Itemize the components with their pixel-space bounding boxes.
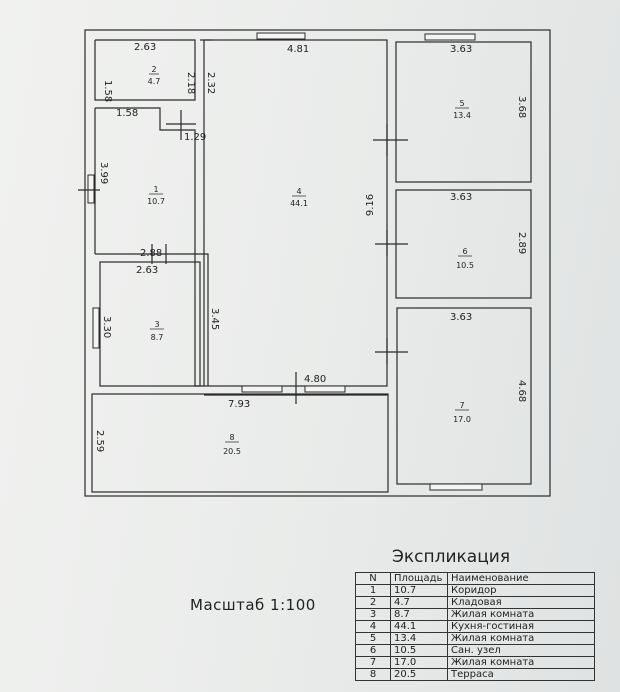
dim-label: 3.30 [101,316,112,338]
room-area: 20.5 [223,447,241,456]
window-bottom-room7 [429,483,483,491]
room-2-outline [94,39,196,101]
cell-area: 10.5 [390,644,448,657]
room-7-outline [396,307,532,485]
table-row: 6 10.5 Сан. узел [355,644,595,657]
cell-number: 6 [355,644,391,657]
room-number: 2 [151,65,156,74]
dim-label: 3.45 [209,308,220,330]
explication-table: N Площадь Наименование 1 10.7 Коридор 2 … [355,572,595,681]
room-8-outline [91,393,389,493]
dim-label: 4.68 [516,380,527,402]
room-5-outline [395,41,532,183]
room-number: 4 [296,187,301,196]
cell-number: 8 [355,668,391,681]
dim-label: 3.63 [450,44,472,55]
table-row: 8 20.5 Терраса [355,668,595,681]
cell-area: 44.1 [390,620,448,633]
dim-label: 2.63 [136,265,158,276]
cell-name: Кухня-гостиная [447,620,595,633]
cell-name: Жилая комната [447,656,595,669]
cell-name: Коридор [447,584,595,597]
room-number: 6 [462,247,467,256]
room-1-bottom-wall [95,253,209,386]
room-number: 1 [153,185,158,194]
window-left-room3 [92,307,100,349]
cell-name: Сан. узел [447,644,595,657]
dim-label: 1.29 [184,132,206,143]
door-opening-bottom-2 [304,385,346,393]
cell-number: 7 [355,656,391,669]
cell-area: 8.7 [390,608,448,621]
door-opening-bottom [241,385,283,393]
explication-title: Экспликация [392,547,511,567]
cell-number: 2 [355,596,391,609]
room-number: 3 [154,320,159,329]
dim-label: 7.93 [228,399,250,410]
header-name: Наименование [447,572,595,585]
table-row: 4 44.1 Кухня-гостиная [355,620,595,633]
room-area: 8.7 [151,333,164,342]
dim-label: 3.68 [516,96,527,118]
room-area: 17.0 [453,415,471,424]
dim-label: 2.59 [94,430,105,452]
cell-number: 4 [355,620,391,633]
room-6-outline [395,189,532,299]
window-top-room5 [424,33,476,41]
header-number: N [355,572,391,585]
dim-label: 9.16 [365,194,376,216]
window-top-room4 [256,32,306,40]
outer-wall-outer-line [84,29,551,497]
room-number: 7 [459,401,464,410]
cell-name: Жилая комната [447,632,595,645]
room-4-outline [203,39,388,387]
room-area: 10.7 [147,197,165,206]
table-row: 2 4.7 Кладовая [355,596,595,609]
cell-area: 20.5 [390,668,448,681]
dim-label: 2.88 [140,248,162,259]
table-header-row: N Площадь Наименование [355,572,595,585]
room-area: 44.1 [290,199,308,208]
dim-label: 4.80 [304,374,326,385]
dim-label: 2.63 [134,42,156,53]
room-area: 4.7 [148,77,161,86]
cell-area: 10.7 [390,584,448,597]
dim-label: 1.58 [102,80,113,102]
room-number: 8 [229,433,234,442]
table-row: 7 17.0 Жилая комната [355,656,595,669]
dim-label: 4.81 [287,44,309,55]
window-left-room1 [87,174,95,204]
table-row: 1 10.7 Коридор [355,584,595,597]
room-area: 10.5 [456,261,474,270]
cell-name: Жилая комната [447,608,595,621]
cell-name: Кладовая [447,596,595,609]
cell-number: 1 [355,584,391,597]
dim-label: 1.58 [116,108,138,119]
scale-label: Масштаб 1:100 [190,596,316,614]
table-row: 5 13.4 Жилая комната [355,632,595,645]
dim-label: 3.99 [98,162,109,184]
dim-label: 3.63 [450,192,472,203]
dim-label: 2.32 [205,72,216,94]
header-area: Площадь [390,572,448,585]
dim-label: 2.18 [185,72,196,94]
cell-number: 5 [355,632,391,645]
cell-area: 17.0 [390,656,448,669]
room-3-outline [99,261,201,387]
cell-area: 4.7 [390,596,448,609]
cell-number: 3 [355,608,391,621]
dim-label: 2.89 [516,232,527,254]
room-area: 13.4 [453,111,471,120]
dim-label: 3.63 [450,312,472,323]
cell-name: Терраса [447,668,595,681]
room-number: 5 [459,99,464,108]
cell-area: 13.4 [390,632,448,645]
room-1-outline [95,107,204,387]
table-row: 3 8.7 Жилая комната [355,608,595,621]
